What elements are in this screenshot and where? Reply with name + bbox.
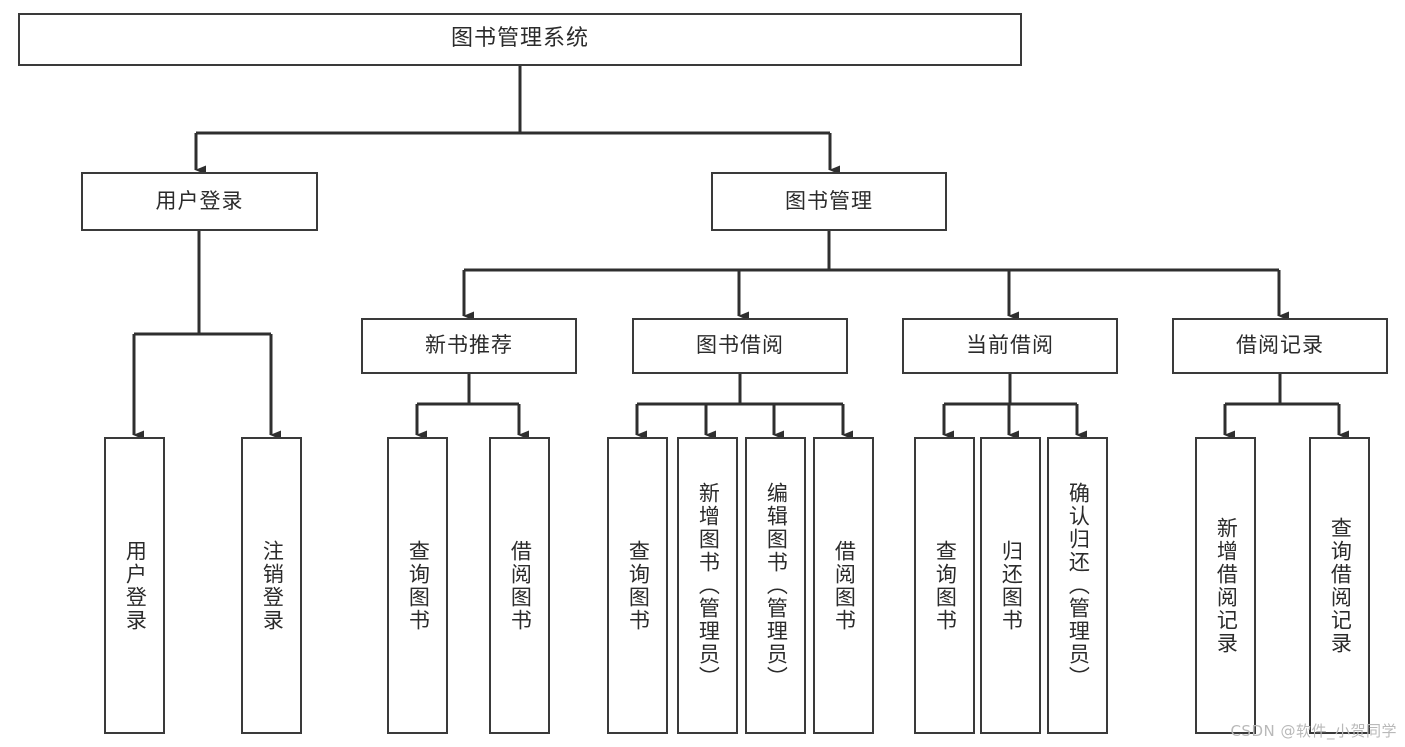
node-leaf-query-book-2[interactable]: 查询图书 bbox=[607, 437, 668, 734]
node-label: 查询图书 bbox=[406, 539, 431, 632]
node-label: 查询借阅记录 bbox=[1328, 516, 1353, 655]
node-leaf-return-book[interactable]: 归还图书 bbox=[980, 437, 1041, 734]
node-leaf-confirm-return[interactable]: 确认归还（管理员） bbox=[1047, 437, 1108, 734]
node-label: 编辑图书（管理员） bbox=[764, 482, 789, 689]
node-label: 新书推荐 bbox=[425, 333, 513, 358]
node-label: 注销登录 bbox=[260, 539, 285, 632]
node-label: 借阅图书 bbox=[832, 539, 857, 632]
node-label: 图书管理 bbox=[785, 188, 873, 213]
node-label: 用户登录 bbox=[155, 188, 244, 213]
node-leaf-user-login[interactable]: 用户登录 bbox=[104, 437, 165, 734]
node-user-login[interactable]: 用户登录 bbox=[81, 172, 318, 231]
node-leaf-add-book[interactable]: 新增图书（管理员） bbox=[677, 437, 738, 734]
node-current-borrow[interactable]: 当前借阅 bbox=[902, 318, 1118, 374]
node-label: 借阅图书 bbox=[508, 539, 533, 632]
node-new-book-rec[interactable]: 新书推荐 bbox=[361, 318, 577, 374]
node-label: 归还图书 bbox=[999, 539, 1024, 632]
node-borrow-record[interactable]: 借阅记录 bbox=[1172, 318, 1388, 374]
node-book-borrow[interactable]: 图书借阅 bbox=[632, 318, 848, 374]
node-book-manage[interactable]: 图书管理 bbox=[711, 172, 947, 231]
node-label: 查询图书 bbox=[626, 539, 651, 632]
node-leaf-borrow-book-2[interactable]: 借阅图书 bbox=[813, 437, 874, 734]
node-label: 当前借阅 bbox=[966, 333, 1054, 358]
node-leaf-query-book-1[interactable]: 查询图书 bbox=[387, 437, 448, 734]
node-root-system[interactable]: 图书管理系统 bbox=[18, 13, 1022, 66]
watermark: CSDN @软件_小贺同学 bbox=[1230, 722, 1397, 740]
node-label: 借阅记录 bbox=[1236, 333, 1324, 358]
node-label: 用户登录 bbox=[123, 539, 148, 632]
node-label: 新增借阅记录 bbox=[1214, 516, 1239, 655]
node-label: 确认归还（管理员） bbox=[1066, 482, 1091, 689]
node-label: 新增图书（管理员） bbox=[696, 482, 721, 689]
node-label: 图书借阅 bbox=[696, 333, 784, 358]
node-label: 查询图书 bbox=[933, 539, 958, 632]
node-leaf-edit-book[interactable]: 编辑图书（管理员） bbox=[745, 437, 806, 734]
node-leaf-add-record[interactable]: 新增借阅记录 bbox=[1195, 437, 1256, 734]
node-leaf-query-record[interactable]: 查询借阅记录 bbox=[1309, 437, 1370, 734]
node-leaf-borrow-book-1[interactable]: 借阅图书 bbox=[489, 437, 550, 734]
node-leaf-query-book-3[interactable]: 查询图书 bbox=[914, 437, 975, 734]
node-leaf-logout[interactable]: 注销登录 bbox=[241, 437, 302, 734]
node-label: 图书管理系统 bbox=[450, 26, 589, 52]
